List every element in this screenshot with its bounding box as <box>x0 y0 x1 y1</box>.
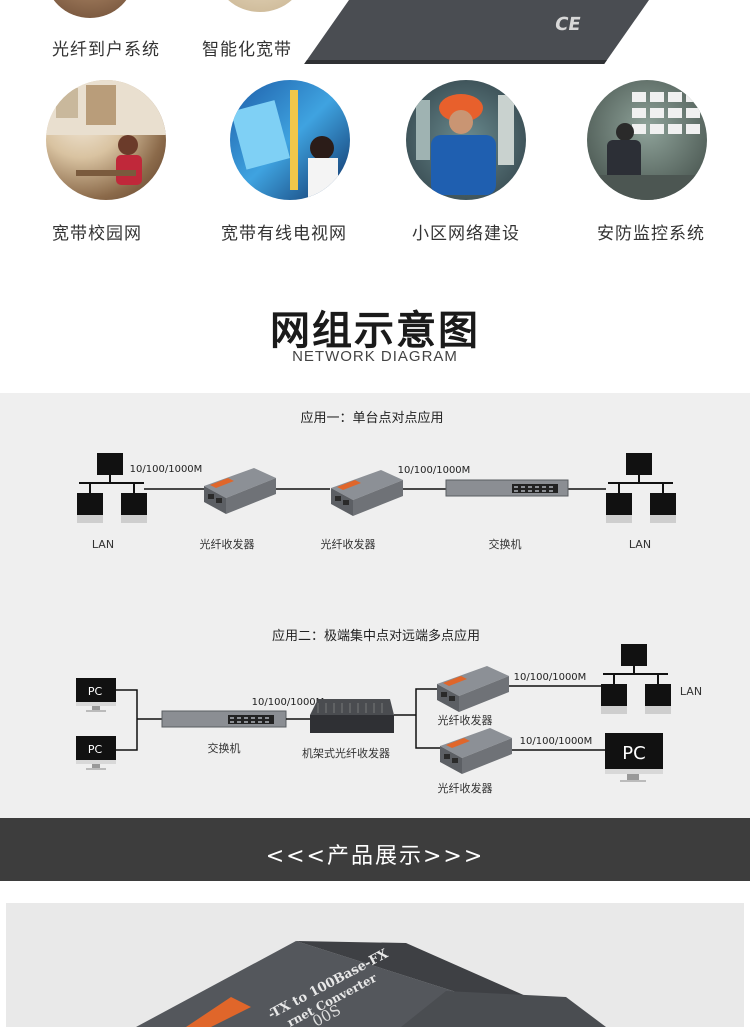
security-monitoring-image <box>587 80 707 200</box>
pc-label-top: PC <box>88 685 103 698</box>
switch-icon-2 <box>161 710 287 728</box>
network-diagram-panel: 应用一：单台点对点应用 10/100/1000M 10/100/1000M LA… <box>0 393 750 818</box>
campus-network-image <box>46 80 166 200</box>
community-network-illustration <box>416 94 514 195</box>
diagram2-title: 应用二：极端集中点对远端多点应用 <box>272 628 480 644</box>
switch-label-1: 交换机 <box>489 537 522 551</box>
switch-icon-1 <box>445 479 569 497</box>
product-showcase-banner <box>0 818 750 881</box>
lan-label-remote: LAN <box>680 685 702 698</box>
pc-label-remote: PC <box>622 743 645 764</box>
speed-label-top: 10/100/1000M <box>514 672 587 683</box>
lan-label-right: LAN <box>629 538 651 551</box>
lan-icon-remote <box>600 643 672 715</box>
product-showcase-title: <<<产品展示>>> <box>265 844 485 869</box>
speed-label-2: 10/100/1000M <box>398 465 471 476</box>
label-community-network: 小区网络建设 <box>412 224 520 244</box>
pc-icon-top: PC <box>76 678 116 712</box>
switch-label-2: 交换机 <box>208 741 241 755</box>
label-security-monitoring: 安防监控系统 <box>597 224 705 244</box>
ftth-image <box>45 0 135 18</box>
converter-icon-1 <box>204 468 276 514</box>
lan-icon-right <box>605 452 677 524</box>
lan-label-left: LAN <box>92 538 114 551</box>
smart-broadband-image <box>215 0 305 12</box>
product-photo: -TX to 100Base-FX rnet Converter 00S <box>6 903 744 1027</box>
product-photo-illustration: -TX to 100Base-FX rnet Converter 00S <box>6 903 744 1027</box>
diagram1-title: 应用一：单台点对点应用 <box>300 410 443 426</box>
section-title: 网组示意图 <box>270 308 480 354</box>
converter-label-2: 光纤收发器 <box>321 537 376 551</box>
converter-icon-bottom <box>440 728 512 774</box>
pc-icon-bottom: PC <box>76 736 116 770</box>
cable-tv-illustration <box>230 90 338 198</box>
network-diagram: 应用一：单台点对点应用 10/100/1000M 10/100/1000M LA… <box>76 410 702 795</box>
speed-label-1: 10/100/1000M <box>130 464 203 475</box>
converter-icon-2 <box>331 470 403 516</box>
section-subtitle: NETWORK DIAGRAM <box>292 348 458 365</box>
label-smart-broadband: 智能化宽带 <box>202 40 292 60</box>
product-device-partial <box>304 0 670 64</box>
pc-icon-remote: PC <box>605 733 663 782</box>
community-network-image <box>406 80 526 200</box>
converter-top-label: 光纤收发器 <box>438 713 493 727</box>
campus-network-illustration <box>46 80 166 185</box>
label-ftth: 光纤到户系统 <box>52 40 160 60</box>
speed-label-bottom: 10/100/1000M <box>520 736 593 747</box>
cable-tv-image <box>230 80 350 200</box>
converter-label-1: 光纤收发器 <box>200 537 255 551</box>
converter-bottom-label: 光纤收发器 <box>438 781 493 795</box>
rack-converter-icon <box>310 699 394 733</box>
converter-icon-top <box>437 666 509 712</box>
label-campus-network: 宽带校园网 <box>52 224 142 244</box>
security-monitoring-illustration <box>597 92 707 200</box>
speed-label-switch: 10/100/1000M <box>252 697 325 708</box>
ce-mark: CE <box>553 14 583 35</box>
rack-label: 机架式光纤收发器 <box>302 746 390 760</box>
label-cable-tv: 宽带有线电视网 <box>221 224 347 244</box>
pc-label-bottom: PC <box>88 743 103 756</box>
